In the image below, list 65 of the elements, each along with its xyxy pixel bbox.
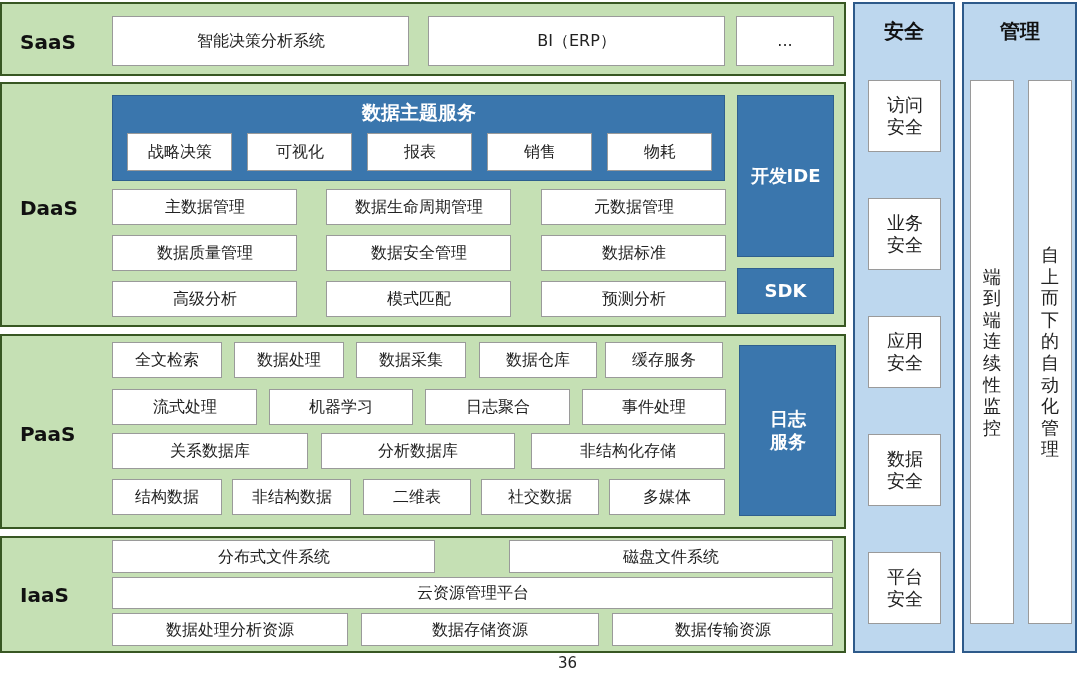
component-box: 非结构化存储 <box>531 433 725 469</box>
component-box: 数据安全 <box>868 434 941 506</box>
component-box: 数据生命周期管理 <box>326 189 511 225</box>
component-box: 分析数据库 <box>321 433 515 469</box>
panel-heading: 数据主题服务 <box>360 100 477 125</box>
component-box: 销售 <box>487 133 592 171</box>
component-box: 数据处理分析资源 <box>112 613 348 646</box>
column-panel <box>853 2 955 653</box>
component-box: 模式匹配 <box>326 281 511 317</box>
component-box: 磁盘文件系统 <box>509 540 833 573</box>
component-box: 平台安全 <box>868 552 941 624</box>
component-box: 数据传输资源 <box>612 613 833 646</box>
component-box: BI（ERP） <box>428 16 725 66</box>
component-box: 战略决策 <box>127 133 232 171</box>
component-box: 主数据管理 <box>112 189 297 225</box>
component-box: 数据质量管理 <box>112 235 297 271</box>
component-box: 全文检索 <box>112 342 222 378</box>
component-box: 预测分析 <box>541 281 726 317</box>
layer-label: DaaS <box>20 196 78 220</box>
component-box: 多媒体 <box>609 479 725 515</box>
component-box: 缓存服务 <box>605 342 723 378</box>
component-box: 机器学习 <box>269 389 413 425</box>
component-box: 关系数据库 <box>112 433 308 469</box>
component-box: 云资源管理平台 <box>112 577 833 609</box>
component-box: ... <box>736 16 834 66</box>
component-box: 数据安全管理 <box>326 235 511 271</box>
component-box: 结构数据 <box>112 479 222 515</box>
component-box: 物耗 <box>607 133 712 171</box>
column-heading: 安全 <box>883 18 925 45</box>
component-box: 二维表 <box>363 479 471 515</box>
layer-band <box>0 334 846 529</box>
component-box: 高级分析 <box>112 281 297 317</box>
component-box: 元数据管理 <box>541 189 726 225</box>
page-number: 36 <box>558 654 578 672</box>
service-box: 开发IDE <box>737 95 834 257</box>
component-box: 数据存储资源 <box>361 613 599 646</box>
component-box: 自上而下的自动化管理 <box>1028 80 1072 624</box>
layer-band <box>0 536 846 653</box>
component-box: 分布式文件系统 <box>112 540 435 573</box>
component-box: 数据仓库 <box>479 342 597 378</box>
layer-label: SaaS <box>20 30 76 54</box>
component-box: 数据处理 <box>234 342 344 378</box>
component-box: 端到端连续性监控 <box>970 80 1014 624</box>
component-box: 数据采集 <box>356 342 466 378</box>
service-box: SDK <box>737 268 834 314</box>
service-box: 日志服务 <box>739 345 836 516</box>
component-box: 智能决策分析系统 <box>112 16 409 66</box>
component-box: 日志聚合 <box>425 389 570 425</box>
layer-band <box>0 82 846 327</box>
service-panel <box>112 95 725 181</box>
column-heading: 管理 <box>998 18 1041 45</box>
component-box: 社交数据 <box>481 479 599 515</box>
component-box: 事件处理 <box>582 389 726 425</box>
component-box: 应用安全 <box>868 316 941 388</box>
component-box: 非结构数据 <box>232 479 351 515</box>
layer-band <box>0 2 846 76</box>
layer-label: PaaS <box>20 422 76 446</box>
component-box: 流式处理 <box>112 389 257 425</box>
component-box: 可视化 <box>247 133 352 171</box>
layer-label: IaaS <box>20 583 69 607</box>
component-box: 报表 <box>367 133 472 171</box>
component-box: 业务安全 <box>868 198 941 270</box>
component-box: 访问安全 <box>868 80 941 152</box>
component-box: 数据标准 <box>541 235 726 271</box>
column-panel <box>962 2 1077 653</box>
